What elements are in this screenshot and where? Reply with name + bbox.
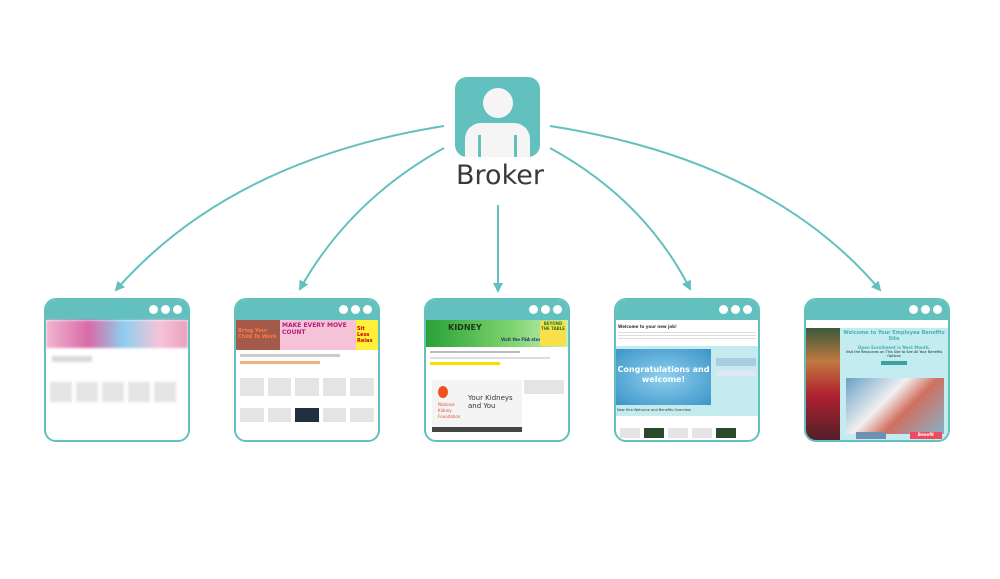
banner-note: Sit Less Relax (356, 320, 378, 350)
window-controls-icon (149, 305, 182, 314)
site-window-2: Bring Your Child To Work MAKE EVERY MOVE… (234, 298, 380, 442)
window-title-bar (236, 300, 378, 320)
arrow-to-site-4 (549, 147, 691, 291)
window-controls-icon (909, 305, 942, 314)
window-controls-icon (719, 305, 752, 314)
broker-label: Broker (456, 160, 544, 191)
site-text: Visit the Resources on This Site to See … (845, 350, 943, 358)
banner-beyond-table: BEYOND THE TABLE (540, 321, 566, 346)
window-title-bar (426, 300, 568, 320)
site-title: Welcome to Your Employee Benefits Site (843, 330, 945, 342)
benefits-collage (846, 378, 944, 434)
site-window-4: Welcome to your new job! Congratulations… (614, 298, 760, 442)
banner-fsa-store: Visit the FSA store (501, 337, 544, 342)
banner-move-count: MAKE EVERY MOVE COUNT (280, 320, 356, 350)
site-subtitle: Open Enrollment is Next Month. (857, 345, 931, 350)
broker-person-icon (455, 77, 540, 157)
banner-kidney: KIDNEY (448, 323, 482, 332)
window-title-bar (616, 300, 758, 320)
video-caption: New Hire Welcome and Benefits Overview (617, 408, 691, 412)
site-window-3: KIDNEY Visit the FSA store BEYOND THE TA… (424, 298, 570, 442)
video-congratulations: Congratulations and welcome! (616, 349, 711, 405)
site-window-1 (44, 298, 190, 442)
site-window-5: Welcome to Your Employee Benefits Site O… (804, 298, 950, 442)
arrow-to-site-5 (549, 125, 882, 292)
enroll-button[interactable] (881, 361, 907, 365)
arrow-to-site-1 (114, 125, 445, 292)
window-controls-icon (529, 305, 562, 314)
video-org: National Kidney Foundation (438, 402, 461, 419)
window-title-bar (46, 300, 188, 320)
arrow-to-site-2 (299, 147, 445, 291)
benefit-tag: Benefit (910, 432, 942, 439)
window-controls-icon (339, 305, 372, 314)
banner-child-to-work: Bring Your Child To Work (236, 320, 280, 350)
food-photo (806, 328, 840, 440)
welcome-heading: Welcome to your new job! (618, 324, 677, 329)
video-title: Your Kidneys and You (468, 394, 513, 410)
window-title-bar (806, 300, 948, 320)
